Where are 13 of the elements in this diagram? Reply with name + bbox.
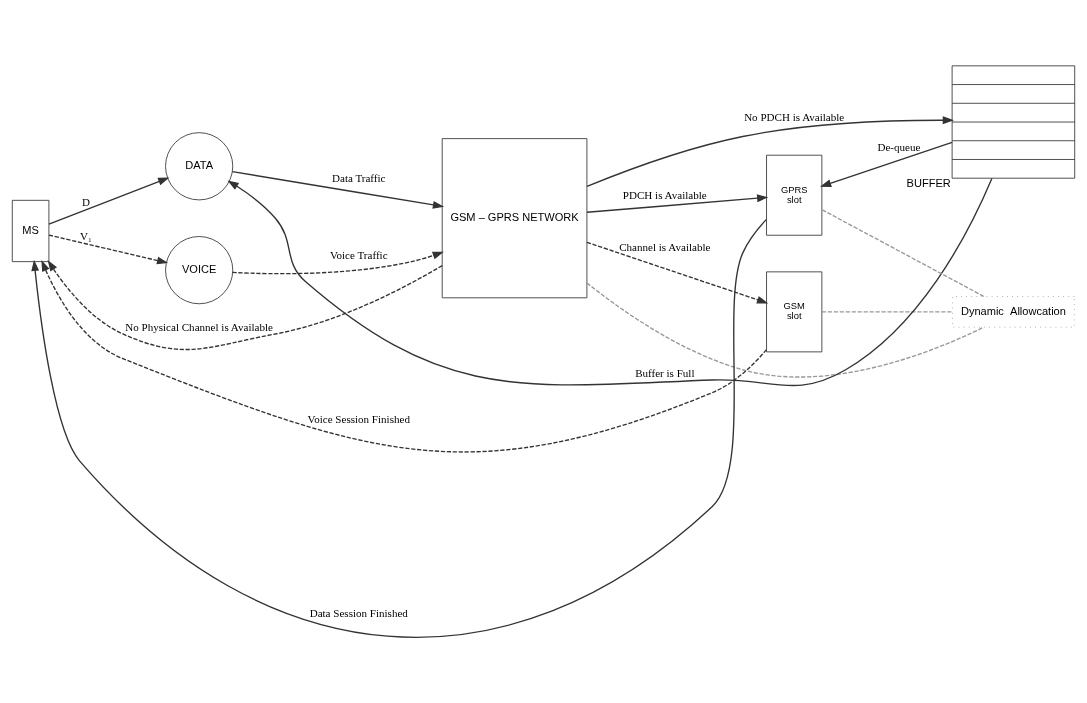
- edge-label: D: [81, 195, 90, 208]
- edge-label: V₁: [80, 229, 92, 242]
- edge-label: Voice Session Finished: [307, 412, 410, 425]
- edge-label: No PDCH is Available: [744, 110, 845, 123]
- edge-label: PDCH is Available: [622, 188, 707, 201]
- edge-label: De-queue: [877, 141, 921, 154]
- edge-label: Buffer is Full: [635, 366, 695, 379]
- edge-label: Data Session Finished: [309, 606, 408, 619]
- edge-label: No Physical Channel is Available: [125, 320, 273, 333]
- node-label: BUFFER: [906, 177, 951, 190]
- edge-label: Data Traffic: [332, 171, 386, 184]
- edge-label: Voice Traffic: [329, 248, 388, 261]
- edge-label: Channel is Available: [619, 240, 711, 253]
